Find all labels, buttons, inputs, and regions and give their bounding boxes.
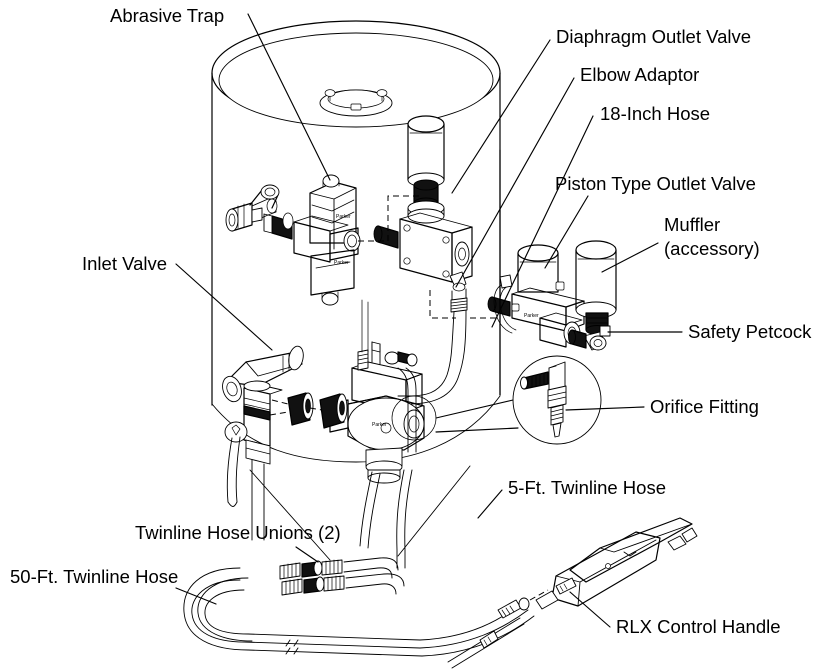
leader-diaphragm-outlet-valve [451, 39, 551, 194]
elbow-adaptor [449, 271, 468, 313]
leader-5ft-hose [477, 489, 503, 519]
handle-hose-tails [447, 617, 525, 669]
svg-text:Parker: Parker [372, 422, 387, 428]
svg-text:Parker: Parker [524, 313, 539, 319]
leader-elbow-adaptor [455, 77, 575, 288]
inlet-valve [222, 345, 304, 541]
rlx-control-handle [535, 517, 698, 610]
label-diaphragm-outlet-valve: Diaphragm Outlet Valve [556, 26, 751, 47]
safety-petcock [568, 325, 611, 351]
leader-muffler [601, 242, 659, 273]
label-5ft-twinline-hose: 5-Ft. Twinline Hose [508, 477, 666, 498]
label-twinline-hose-unions: Twinline Hose Unions (2) [135, 522, 341, 543]
leader-lines [175, 13, 683, 628]
hose-50ft-twinline [183, 567, 423, 657]
leader-inlet-valve [175, 263, 273, 351]
orifice-fitting-detail [512, 355, 602, 445]
assembly-dashed-lines [269, 195, 500, 416]
diaphragm-outlet-valve [373, 115, 473, 283]
label-abrasive-trap: Abrasive Trap [110, 5, 224, 26]
label-orifice-fitting: Orifice Fitting [650, 396, 759, 417]
pressure-vessel-tank [211, 20, 501, 561]
label-18-inch-hose: 18-Inch Hose [600, 103, 710, 124]
leader-18-inch-hose [491, 115, 594, 328]
leader-orifice-fitting [565, 406, 645, 411]
label-rlx-control-handle: RLX Control Handle [616, 616, 781, 637]
leader-abrasive-trap [247, 13, 331, 181]
label-50ft-twinline-hose: 50-Ft. Twinline Hose [10, 566, 178, 587]
label-muffler-accessory: (accessory) [664, 238, 760, 259]
leader-twinline-unions [295, 546, 319, 563]
label-inlet-valve: Inlet Valve [82, 253, 167, 274]
leader-piston-type-outlet-valve [544, 195, 589, 269]
tank-lid-fitting [319, 89, 393, 117]
detail-callout-leader [435, 399, 519, 433]
twinline-hose-unions [279, 557, 405, 596]
knurled-plugs [271, 392, 348, 429]
muffler [575, 240, 617, 335]
svg-text:Parker: Parker [336, 214, 351, 220]
mixing-valve-hose-legs [359, 469, 413, 569]
leader-50ft-hose [175, 587, 217, 605]
leader-rlx-control-handle [569, 591, 611, 628]
tee-fitting-upper [225, 184, 295, 232]
label-elbow-adaptor: Elbow Adaptor [580, 64, 699, 85]
label-piston-type-outlet-valve: Piston Type Outlet Valve [555, 173, 756, 194]
label-safety-petcock: Safety Petcock [688, 321, 812, 342]
hose-5ft-twinline [419, 589, 549, 657]
callout-labels: Abrasive Trap Diaphragm Outlet Valve Elb… [10, 5, 812, 637]
label-muffler: Muffler [664, 214, 720, 235]
svg-text:Parker: Parker [334, 260, 349, 266]
